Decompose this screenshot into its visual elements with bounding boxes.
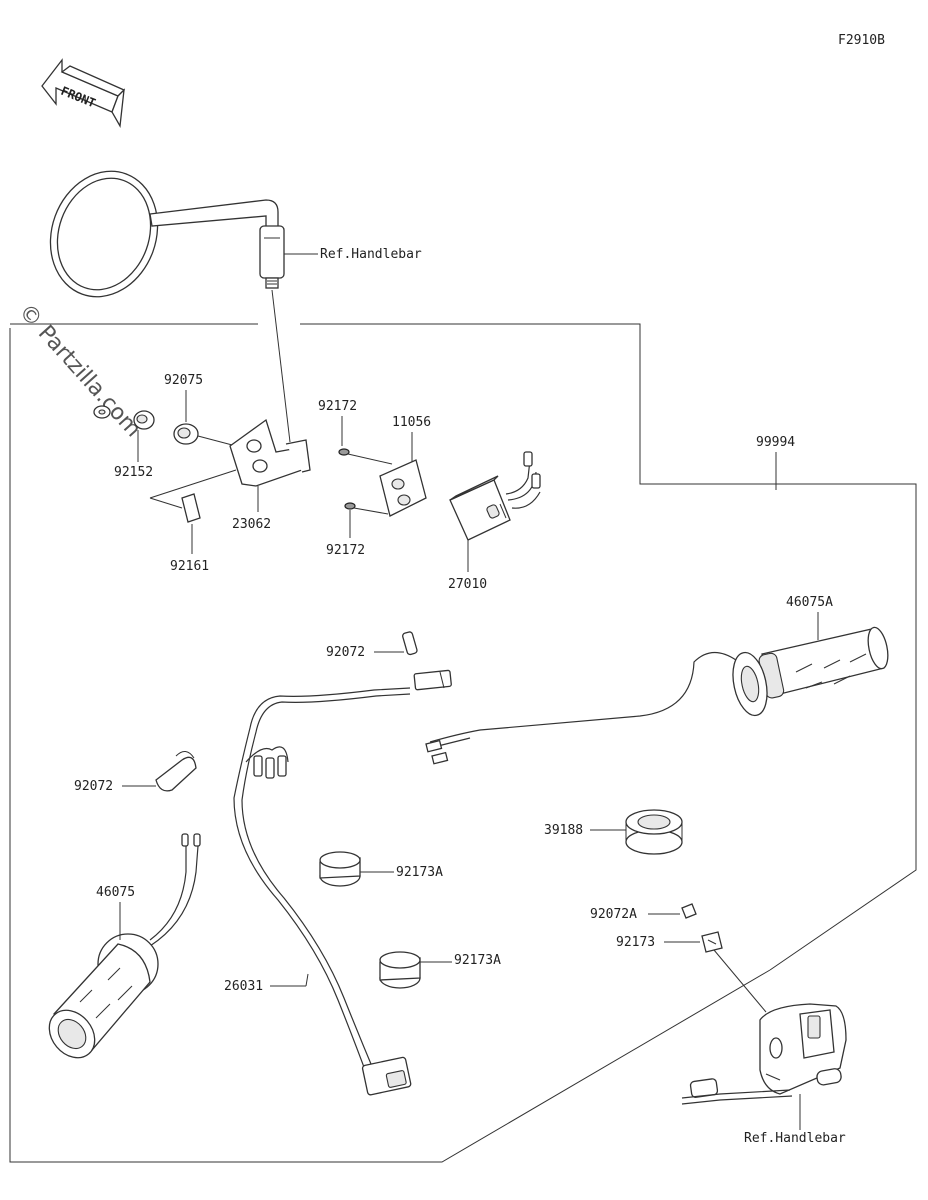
label-92072A: 92072A xyxy=(590,907,637,922)
label-46075A: 46075A xyxy=(786,595,833,610)
washer-92210 xyxy=(93,405,111,419)
controller-27010 xyxy=(449,451,541,541)
label-92152: 92152 xyxy=(114,465,153,480)
ref-handlebar-bottom: Ref.Handlebar xyxy=(744,1131,846,1146)
screw-92172-bottom xyxy=(344,502,356,510)
grip-46075 xyxy=(48,833,201,1059)
plate-92173 xyxy=(701,931,723,953)
ref-handlebar-top: Ref.Handlebar xyxy=(320,247,422,262)
label-92072-left: 92072 xyxy=(74,779,113,794)
grommet-92075 xyxy=(173,423,199,445)
clamp-92173A-top xyxy=(319,851,361,887)
label-92161: 92161 xyxy=(170,559,209,574)
label-46075: 46075 xyxy=(96,885,135,900)
front-arrow-icon: FRONT xyxy=(41,58,126,129)
label-92172-bottom: 92172 xyxy=(326,543,365,558)
grip-46075A xyxy=(425,626,889,765)
label-92173A-bottom: 92173A xyxy=(454,953,501,968)
label-92173A-top: 92173A xyxy=(396,865,443,880)
figure-code: F2910B xyxy=(838,33,885,48)
pad-92161 xyxy=(181,493,201,523)
bracket-23062 xyxy=(229,418,311,487)
label-92072-top: 92072 xyxy=(326,645,365,660)
tape-39188 xyxy=(625,809,683,855)
switch-housing xyxy=(681,1003,847,1105)
label-92172-top: 92172 xyxy=(318,399,357,414)
kit-boundary-frame xyxy=(9,323,917,1163)
label-92173: 92173 xyxy=(616,935,655,950)
label-11056: 11056 xyxy=(392,415,431,430)
label-23062: 23062 xyxy=(232,517,271,532)
clip-92072-left xyxy=(155,751,197,792)
clamp-92173A-bottom xyxy=(379,951,421,989)
clip-92072A xyxy=(681,903,697,919)
label-39188: 39188 xyxy=(544,823,583,838)
label-92075: 92075 xyxy=(164,373,203,388)
bushing-92152 xyxy=(133,410,155,430)
cover-11056 xyxy=(379,459,427,517)
harness-26031 xyxy=(233,669,452,1096)
watermark: © Partzilla.com xyxy=(14,299,146,442)
mirror xyxy=(49,170,285,298)
screw-92172-top xyxy=(338,448,350,456)
label-26031: 26031 xyxy=(224,979,263,994)
cap-92072-top xyxy=(402,631,418,656)
label-99994: 99994 xyxy=(756,435,795,450)
label-27010: 27010 xyxy=(448,577,487,592)
